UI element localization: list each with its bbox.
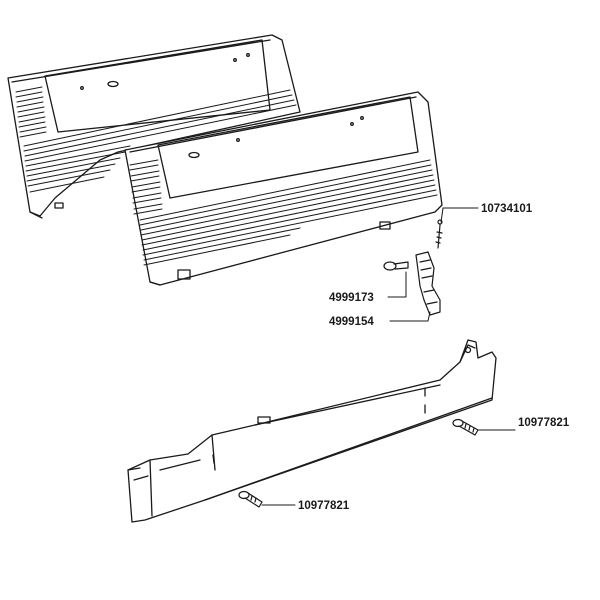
callout-screw-bottom: 10977821 bbox=[298, 500, 350, 512]
callout-clip-bolt: 4999173 bbox=[329, 292, 374, 304]
callout-bracket-clip: 4999154 bbox=[329, 316, 374, 328]
front-panel-grille bbox=[139, 159, 438, 266]
rear-panel-louvres bbox=[15, 86, 47, 138]
screw-bottom-part bbox=[238, 490, 263, 508]
clip-bolt-part bbox=[383, 261, 409, 271]
callout-screw-right: 10977821 bbox=[518, 417, 570, 429]
bracket-clip-part bbox=[415, 251, 441, 316]
front-panel-louvres bbox=[129, 159, 163, 215]
callout-screw-pin: 10734101 bbox=[481, 203, 533, 215]
rear-panel-grille bbox=[23, 89, 297, 193]
screw-pin-part bbox=[435, 219, 443, 249]
screw-right-part bbox=[452, 418, 479, 436]
rear-door-panel bbox=[7, 34, 301, 219]
sill-member bbox=[127, 339, 497, 523]
leader-lines bbox=[261, 207, 516, 506]
front-door-panel bbox=[124, 91, 443, 286]
